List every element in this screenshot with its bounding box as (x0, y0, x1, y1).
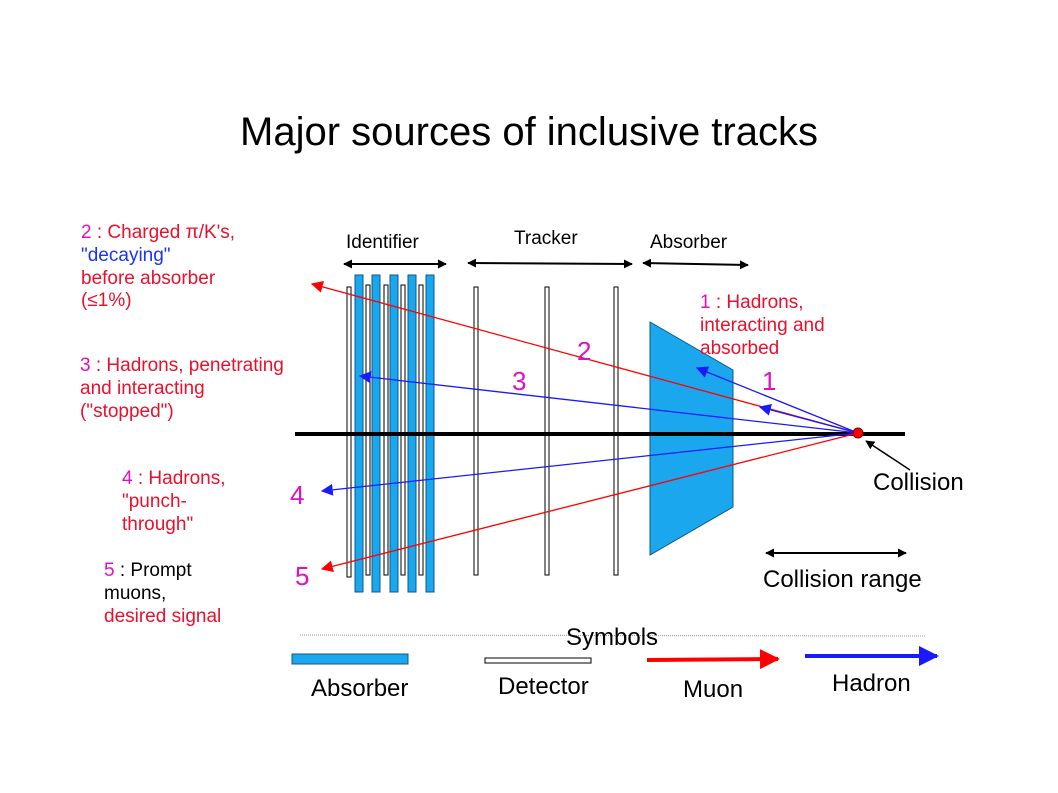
identifier-detector-plate (383, 284, 389, 576)
source-1-line-2: interacting and (700, 314, 825, 336)
collision-pointer-arrow (865, 440, 911, 471)
source-5-number: 5 (104, 560, 115, 581)
source-3-line-4: ("stopped") (80, 400, 174, 422)
source-1-number: 1 (700, 292, 711, 313)
symbols-separator-line (299, 634, 927, 637)
source-4-line-2: "punch- (122, 490, 187, 512)
track-3-number: 3 (512, 366, 527, 396)
source-1-line-3: absorbed (700, 337, 780, 359)
track-1-hadron-lower (758, 403, 859, 434)
source-2-annotation: 2 : Charged π/K's, "decaying" before abs… (81, 222, 235, 313)
track-2-number: 2 (577, 336, 592, 366)
collision-label: Collision (873, 469, 964, 496)
detector-symbol-label: Detector (498, 673, 589, 700)
absorber-symbol-label: Absorber (311, 675, 409, 702)
track-4-hadron (320, 432, 859, 496)
collision-point (852, 427, 864, 439)
source-1-line-1: : Hadrons, (715, 292, 804, 313)
identifier-detector-plate (418, 284, 424, 576)
tracker-label: Tracker (514, 228, 578, 249)
track-1-number: 1 (762, 366, 777, 396)
front-absorber (649, 321, 734, 556)
source-4-number: 4 (122, 468, 133, 489)
tracker-extent-arrow (467, 258, 633, 269)
identifier-detector-plate (365, 284, 371, 576)
muon-symbol-label: Muon (683, 676, 744, 703)
source-4-annotation: 4 : Hadrons, "punch- through" (122, 468, 226, 536)
track-5-number: 5 (295, 561, 310, 591)
source-3-line-2: penetrating (188, 355, 284, 376)
tracker-detector-plane (473, 286, 479, 576)
source-2-number: 2 (81, 222, 92, 243)
track-5-muon (320, 432, 859, 573)
symbols-heading: Symbols (566, 624, 659, 651)
track-4-number: 4 (290, 480, 305, 510)
hadron-symbol-label: Hadron (832, 670, 911, 697)
absorber-extent-arrow (642, 258, 749, 270)
source-3-line-1: : Hadrons, (95, 355, 184, 376)
source-5-line-2: muons, (104, 582, 167, 604)
source-1-annotation: 1 : Hadrons, interacting and absorbed (700, 292, 825, 360)
detector-symbol (484, 657, 592, 664)
absorber-label: Absorber (650, 232, 728, 253)
track-3-hadron (358, 371, 859, 434)
source-3-line-3: and interacting (80, 377, 205, 399)
identifier-label: Identifier (346, 232, 419, 253)
source-4-line-3: through" (122, 513, 194, 535)
source-5-line-3: desired signal (104, 605, 222, 627)
source-5-annotation: 5 : Prompt muons, desired signal (104, 560, 221, 628)
source-2-line-2: "decaying" (81, 244, 171, 266)
source-2-line-3: before absorber (81, 267, 216, 289)
source-5-line-1: : Prompt (119, 560, 192, 581)
tracker-detector-plane (613, 286, 619, 576)
collision-range-label: Collision range (763, 566, 922, 593)
tracker-detector-plane (544, 286, 550, 576)
source-3-annotation: 3 : Hadrons, penetrating and interacting… (80, 355, 284, 423)
muon-symbol-arrow (646, 649, 780, 670)
absorber-symbol (291, 653, 409, 665)
identifier-detector-plate (400, 284, 406, 576)
page-title: Major sources of inclusive tracks (240, 110, 818, 154)
source-2-line-4: (≤1%) (81, 290, 132, 312)
source-3-number: 3 (80, 355, 91, 376)
source-4-line-1: : Hadrons, (137, 468, 226, 489)
source-2-line-1: : Charged π/K's, (96, 222, 236, 243)
track-1-hadron-upper (695, 366, 859, 434)
